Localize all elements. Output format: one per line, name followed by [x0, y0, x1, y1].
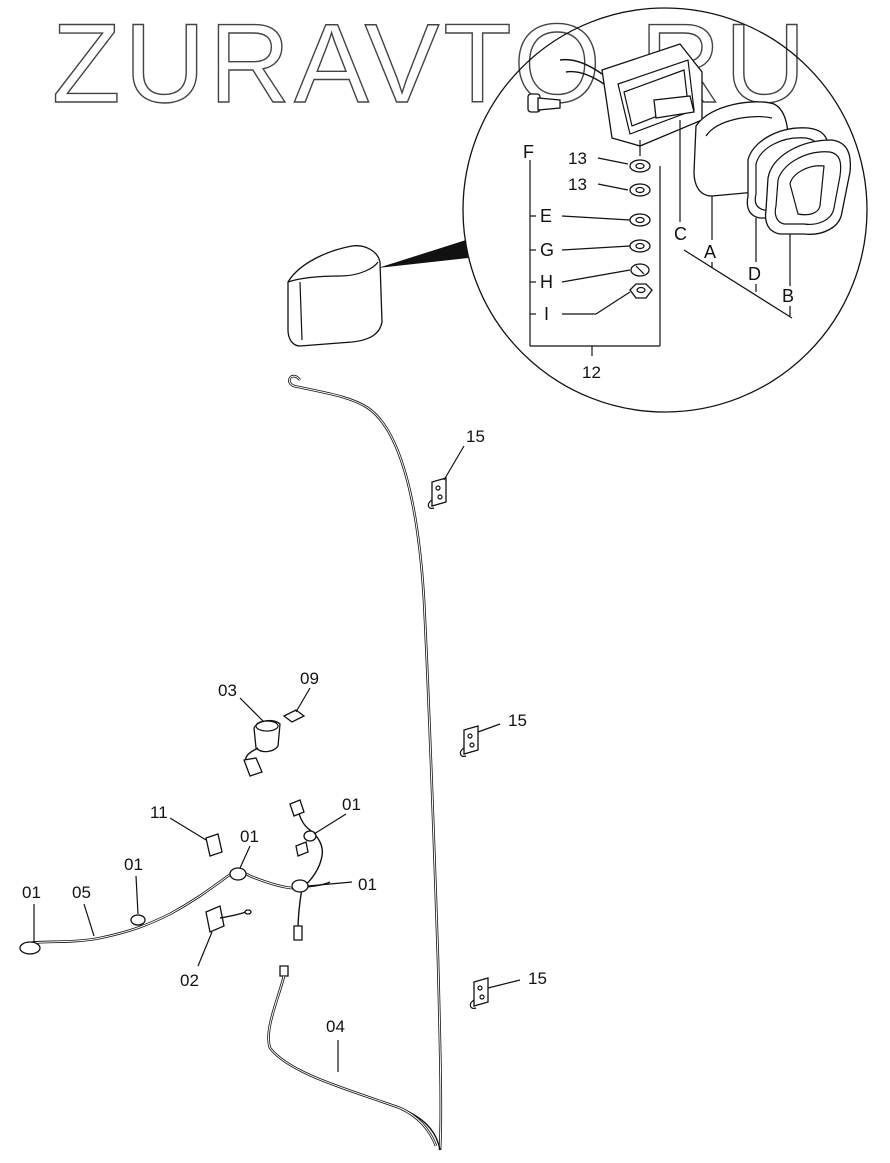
frame-b [764, 139, 852, 235]
detail-circle [462, 7, 868, 413]
label-13-upper: 13 [568, 149, 587, 168]
clip-15-upper [427, 477, 447, 509]
clip-15-middle [459, 725, 479, 757]
label-05: 05 [72, 883, 91, 902]
label-02: 02 [180, 971, 199, 990]
label-h: H [540, 272, 553, 292]
label-g: G [540, 240, 554, 260]
leader-02 [197, 931, 213, 967]
label-01-left: 01 [22, 883, 41, 902]
leader-01-upper-right [313, 813, 347, 835]
label-01-right: 01 [358, 875, 377, 894]
label-01-second: 01 [124, 855, 143, 874]
label-01-upper-right: 01 [342, 795, 361, 814]
label-c: C [674, 224, 687, 244]
label-b: B [782, 286, 794, 306]
bolt-f [527, 93, 561, 113]
label-11: 11 [150, 803, 168, 822]
work-lamp [287, 245, 383, 347]
main-harness [288, 374, 443, 1151]
label-09: 09 [300, 669, 319, 688]
power-socket-03 [243, 719, 281, 777]
leader-01-second [135, 875, 139, 915]
wire-04 [267, 965, 438, 1147]
leader-05 [83, 903, 95, 937]
label-13-lower: 13 [568, 175, 587, 194]
leader-01-right [307, 881, 353, 887]
label-a: A [704, 242, 716, 262]
lamp-housing-detail [559, 43, 703, 147]
label-03: 03 [218, 681, 237, 700]
harness-05 [19, 799, 331, 955]
detail-pointer [378, 240, 468, 268]
label-15-upper: 15 [466, 427, 485, 446]
decal-09 [282, 709, 306, 723]
switch-02 [205, 905, 252, 933]
leader-15-upper [443, 445, 465, 481]
label-04: 04 [326, 1017, 345, 1036]
switch-11 [205, 833, 223, 857]
label-15-lower: 15 [528, 969, 547, 988]
label-f: F [523, 142, 534, 162]
leader-15-middle [477, 723, 501, 733]
label-15-middle: 15 [508, 711, 527, 730]
leader-15-lower [487, 979, 521, 989]
clip-15-lower [469, 977, 489, 1009]
label-i: I [544, 304, 549, 324]
detail-leaders [529, 120, 793, 356]
leader-11 [169, 817, 207, 841]
label-01-third: 01 [240, 827, 259, 846]
label-d: D [748, 264, 761, 284]
leader-09 [295, 687, 311, 713]
leader-03 [239, 697, 265, 723]
washer-stack [629, 159, 653, 299]
leader-01-third [239, 845, 251, 869]
label-e: E [540, 206, 552, 226]
label-12: 12 [582, 363, 601, 382]
